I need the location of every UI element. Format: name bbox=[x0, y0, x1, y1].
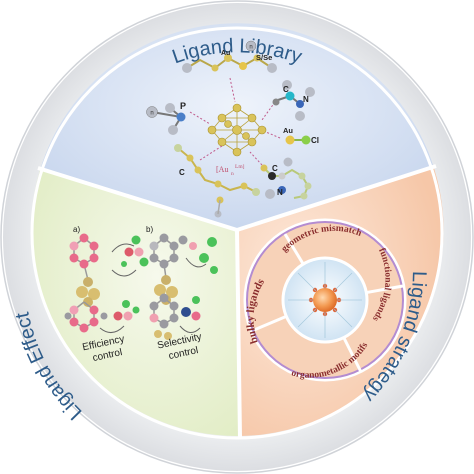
panel-b-molecule-bottom bbox=[149, 293, 201, 340]
alkynyl-ligand: C bbox=[174, 144, 260, 218]
divider-right bbox=[236, 164, 437, 232]
carbene-ligand: C N bbox=[272, 80, 315, 121]
atom-label-au-right: Au bbox=[283, 126, 293, 135]
cluster-subscript: n bbox=[231, 171, 234, 177]
phosphine-ligand: n P bbox=[146, 101, 186, 135]
thiolate-ligand: n Au S/Se bbox=[182, 40, 277, 73]
atom-label-s-se: S/Se bbox=[256, 53, 272, 62]
cluster-core bbox=[313, 288, 337, 312]
atom-label-n-bottom: N bbox=[277, 188, 283, 197]
panel-b-label: b) bbox=[146, 225, 153, 234]
divider-bottom bbox=[235, 229, 242, 439]
panel-a-molecule-bottom bbox=[64, 300, 140, 333]
panel-a-molecule-top bbox=[69, 233, 100, 307]
atom-label-c-left: C bbox=[179, 168, 185, 177]
atom-label-n-right: N bbox=[303, 95, 309, 104]
atom-label-p: P bbox=[180, 101, 186, 111]
gold-cluster bbox=[207, 103, 267, 157]
cluster-formula: [Au n Lm] bbox=[216, 164, 245, 177]
strategy-outer-rim bbox=[246, 221, 404, 379]
atom-label-c-bottom: C bbox=[272, 164, 278, 173]
atom-label-c-right: C bbox=[283, 85, 289, 94]
atom-label-au-top: Au bbox=[221, 50, 230, 57]
atom-label-n-top: n bbox=[249, 45, 252, 51]
panel-a-label: a) bbox=[73, 225, 80, 234]
cluster-label: [Au bbox=[216, 165, 228, 174]
atom-label-n-left: n bbox=[150, 111, 153, 117]
atom-label-cl: Cl bbox=[311, 136, 319, 145]
panel-a-reaction bbox=[111, 235, 149, 277]
divider-left bbox=[37, 166, 238, 232]
gold-chloride-ligand: Au Cl bbox=[283, 126, 319, 145]
ligand-library-illustration: n Au S/Se n P C N bbox=[146, 40, 319, 218]
cluster-superscript: Lm] bbox=[235, 164, 245, 170]
ligand-strategy-illustration: geometric mismatch functional ligands or… bbox=[243, 218, 407, 382]
ring-carbene-ligand: C N bbox=[260, 157, 312, 200]
inner-rim bbox=[30, 26, 444, 440]
